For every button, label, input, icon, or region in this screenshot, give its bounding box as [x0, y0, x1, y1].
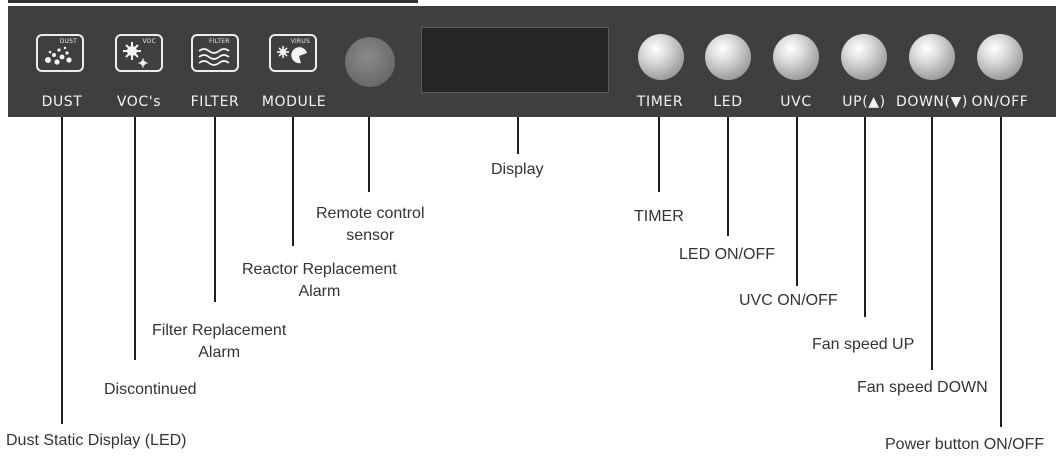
down-callout: Fan speed DOWN	[857, 379, 988, 396]
dust-leader-line	[61, 117, 63, 424]
module-indicator: VIRUS	[269, 34, 317, 72]
filter-indicator-tag: FILTER	[209, 38, 230, 45]
timer-button-label: TIMER	[636, 94, 684, 110]
up-leader-line	[864, 117, 866, 317]
power-callout: Power button ON/OFF	[885, 436, 1045, 453]
filter-callout-line-2: Alarm	[198, 344, 241, 361]
module-callout-line-2: Alarm	[298, 283, 341, 300]
dust-indicator: DUST	[36, 34, 84, 72]
voc-indicator: VOC	[115, 34, 163, 72]
uvc-button-label: UVC	[780, 94, 812, 110]
power-button[interactable]	[977, 34, 1023, 80]
module-indicator-tag: VIRUS	[290, 38, 310, 45]
fan-down-button[interactable]	[909, 34, 955, 80]
power-leader-line	[1000, 117, 1002, 427]
fan-up-button[interactable]	[841, 34, 887, 80]
module-callout: Reactor Replacement Alarm	[242, 259, 397, 303]
led-leader-line	[727, 117, 729, 236]
down-leader-line	[931, 117, 933, 370]
led-button[interactable]	[705, 34, 751, 80]
filter-leader-line	[214, 117, 216, 302]
voc-indicator-tag: VOC	[142, 38, 156, 45]
uvc-button[interactable]	[773, 34, 819, 80]
display-callout: Display	[491, 161, 544, 178]
uvc-leader-line	[796, 117, 798, 286]
module-label: MODULE	[261, 94, 327, 110]
virus-icon	[277, 46, 307, 64]
timer-callout: TIMER	[634, 208, 684, 225]
sensor-callout-line-2: sensor	[346, 227, 395, 244]
voc-callout: Discontinued	[104, 381, 197, 398]
module-leader-line	[292, 117, 294, 246]
dust-callout: Dust Static Display (LED)	[6, 432, 187, 449]
control-panel: DUST DUST VOC VOC	[8, 6, 1056, 117]
power-button-label: ON/OFF	[971, 94, 1029, 110]
module-callout-line-1: Reactor Replacement	[242, 261, 397, 278]
sensor-callout: Remote control sensor	[316, 203, 425, 247]
timer-button[interactable]	[638, 34, 684, 80]
dust-indicator-tag: DUST	[59, 38, 77, 45]
filter-callout: Filter Replacement Alarm	[152, 320, 286, 364]
sensor-leader-line	[368, 117, 370, 192]
uvc-callout: UVC ON/OFF	[739, 292, 838, 309]
led-button-label: LED	[713, 94, 743, 110]
filter-callout-line-1: Filter Replacement	[152, 322, 287, 339]
top-rule	[8, 0, 418, 3]
up-callout: Fan speed UP	[812, 336, 915, 353]
display-screen	[421, 27, 609, 93]
filter-waves-icon	[198, 48, 230, 66]
remote-sensor	[345, 37, 395, 87]
voc-leader-line	[134, 117, 136, 360]
led-callout: LED ON/OFF	[679, 246, 776, 263]
fan-down-button-label: DOWN(▼)	[895, 94, 969, 110]
filter-indicator: FILTER	[191, 34, 239, 72]
display-leader-line	[517, 117, 519, 154]
voc-label: VOC's	[116, 94, 162, 110]
dust-dots-icon	[45, 46, 72, 65]
voc-gear-icon	[123, 42, 148, 68]
filter-label: FILTER	[190, 94, 240, 110]
sensor-callout-line-1: Remote control	[316, 205, 425, 222]
fan-up-button-label: UP(▲)	[842, 94, 886, 110]
dust-label: DUST	[41, 94, 83, 110]
timer-leader-line	[658, 117, 660, 192]
